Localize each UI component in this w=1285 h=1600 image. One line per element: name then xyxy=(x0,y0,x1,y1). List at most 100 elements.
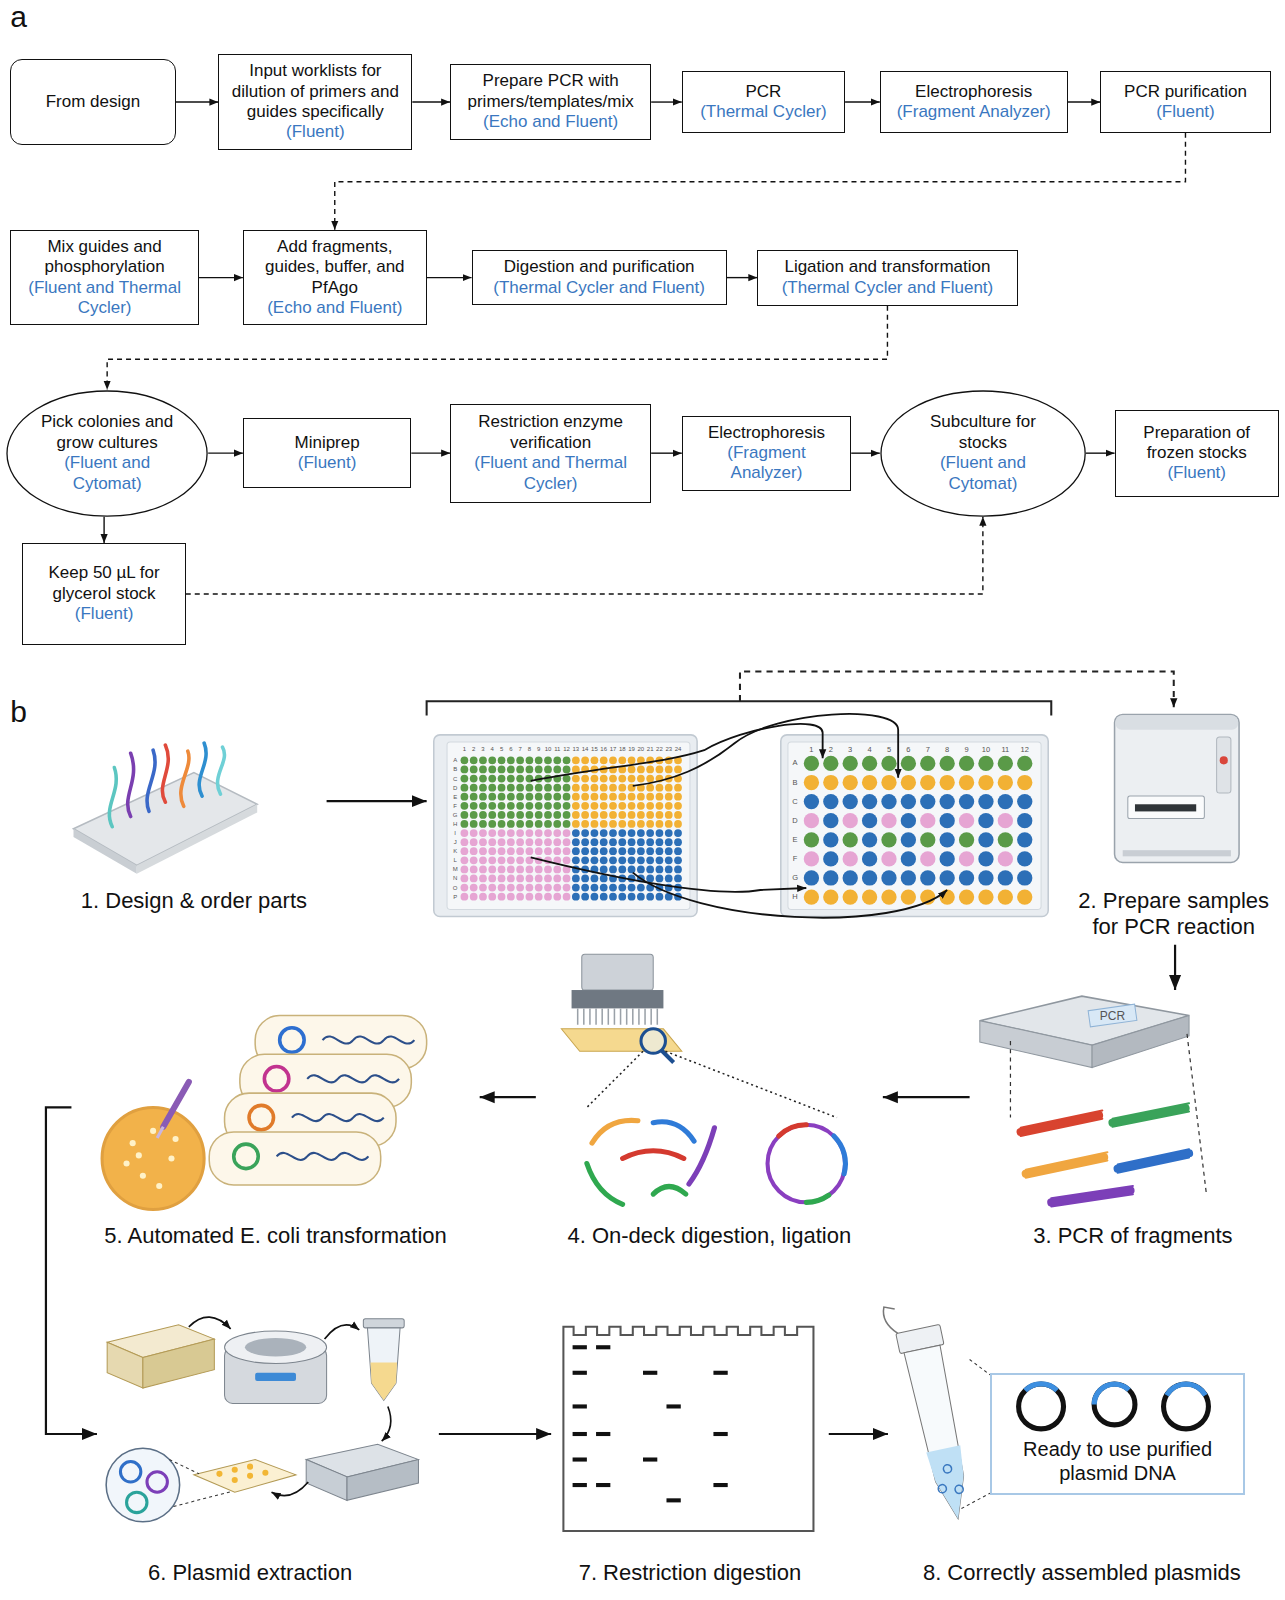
plate-wells xyxy=(553,802,561,810)
plate-wells xyxy=(591,875,599,883)
step-text: Pick colonies and grow cultures xyxy=(34,412,180,453)
process-box: Digestion and purification(Thermal Cycle… xyxy=(472,250,727,305)
plate-wells xyxy=(470,893,478,901)
plate-wells xyxy=(470,875,478,883)
well-index: 22 xyxy=(656,746,663,752)
plate-wells xyxy=(553,884,561,892)
panel-label: b xyxy=(10,697,27,727)
flow-arrow xyxy=(1068,101,1101,102)
plate-wells xyxy=(656,866,664,874)
plate-wells xyxy=(920,756,935,771)
plate-wells xyxy=(507,893,515,901)
plate-wells xyxy=(553,893,561,901)
plate-wells xyxy=(628,802,636,810)
plate-wells xyxy=(940,813,955,828)
thermal-cycler xyxy=(980,1021,1092,1068)
plasmid-extraction xyxy=(216,1471,222,1477)
plate-wells xyxy=(823,794,838,809)
plate-wells xyxy=(479,893,487,901)
plate-wells xyxy=(461,793,469,801)
plate-wells xyxy=(609,802,617,810)
flow-arrow xyxy=(327,800,427,802)
plate-wells xyxy=(609,866,617,874)
fragments-and-plasmid xyxy=(592,1120,638,1143)
plate-wells xyxy=(600,802,608,810)
step-text: Electrophoresis xyxy=(915,82,1032,102)
plate-wells xyxy=(600,811,608,819)
well-index: O xyxy=(453,885,458,891)
dna-fragments xyxy=(1118,1157,1189,1172)
plate-wells xyxy=(646,893,654,901)
leader-lines xyxy=(1010,1041,1011,1118)
plate-wells xyxy=(609,847,617,855)
plate-wells xyxy=(959,756,974,771)
plate-wells xyxy=(544,784,552,792)
plate-wells xyxy=(843,756,858,771)
plate-wells xyxy=(470,847,478,855)
plate-wells xyxy=(553,866,561,874)
plate-wells xyxy=(628,866,636,874)
plate-wells xyxy=(488,838,496,846)
petri-dish xyxy=(102,1082,204,1210)
plate-wells xyxy=(674,829,682,837)
plate-wells xyxy=(461,856,469,864)
plate-wells xyxy=(646,829,654,837)
plate-wells xyxy=(998,813,1013,828)
flow-arrow xyxy=(727,277,758,278)
plate-wells xyxy=(581,856,589,864)
plasmid-extraction xyxy=(271,1482,308,1496)
plate-wells xyxy=(526,757,534,765)
plate-wells xyxy=(959,832,974,847)
plate-wells xyxy=(978,756,993,771)
plasmid-extraction xyxy=(232,1467,238,1473)
process-box: Electrophoresis(Fragment Analyzer) xyxy=(880,71,1068,132)
well-index: B xyxy=(453,766,457,772)
flow-arrow xyxy=(46,1107,97,1434)
fragments-and-plasmid xyxy=(779,1125,807,1136)
plate-wells xyxy=(544,793,552,801)
plate-wells xyxy=(507,847,515,855)
plasmid-extraction xyxy=(382,1406,391,1441)
instrument-text: (Thermal Cycler) xyxy=(700,102,827,122)
instrument-text: (Fluent) xyxy=(1156,102,1215,122)
plate-wells xyxy=(591,784,599,792)
well-index: 11 xyxy=(554,746,560,752)
thermal-cycler xyxy=(1088,1004,1137,1027)
plasmid-tube xyxy=(1019,1384,1064,1429)
gel xyxy=(713,1371,727,1375)
fragments-and-plasmid xyxy=(587,1120,846,1204)
plate-wells xyxy=(507,829,515,837)
flow-arrow xyxy=(208,452,243,453)
flow-arrow xyxy=(883,1096,970,1098)
step-text: Preparation of frozen stocks xyxy=(1123,423,1271,464)
plate-wells xyxy=(609,775,617,783)
plate-wells xyxy=(609,820,617,828)
plasmid-tube xyxy=(961,1493,990,1508)
plate-wells xyxy=(618,784,626,792)
fragments-and-plasmid xyxy=(653,1122,694,1141)
step-caption: 3. PCR of fragments xyxy=(985,1223,1281,1249)
plate-wells xyxy=(646,847,654,855)
well-index: 3 xyxy=(481,746,484,752)
well-index: C xyxy=(453,776,457,782)
plate-wells xyxy=(461,838,469,846)
plate-wells xyxy=(674,875,682,883)
plate-wells xyxy=(665,784,673,792)
source-plate xyxy=(434,735,697,917)
plate-wells xyxy=(674,793,682,801)
plasmid-tube xyxy=(943,1464,953,1474)
well-index: 16 xyxy=(600,746,607,752)
plate-wells xyxy=(581,884,589,892)
workflow-step: 6. Plasmid extraction xyxy=(97,1312,439,1590)
gel xyxy=(596,1432,610,1436)
dna-strands xyxy=(128,753,134,816)
plate-wells xyxy=(479,884,487,892)
well-index: 5 xyxy=(500,746,503,752)
plate-wells xyxy=(881,870,896,885)
petri-dish xyxy=(168,1155,174,1161)
plate-wells xyxy=(572,793,580,801)
plate-wells xyxy=(516,838,524,846)
petri-dish xyxy=(156,1183,162,1189)
pipetting-head xyxy=(582,954,653,990)
plate-wells xyxy=(572,838,580,846)
